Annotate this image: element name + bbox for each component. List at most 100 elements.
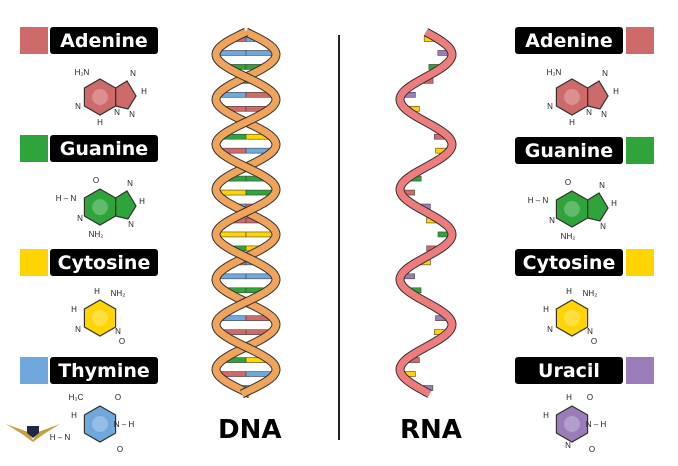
adenine-ring-highlight [564,89,580,105]
guanine-atom-label: N [127,179,133,188]
cytosine-atom-label: H [543,305,549,314]
adenine-atom-label: H₂N [75,68,90,77]
thymine-atom-label: N – H [114,420,135,429]
thymine-atom-label: H – N [50,433,71,442]
adenine-pentagon-ring [115,80,137,110]
backbone-strand [396,28,456,398]
cytosine-atom-label: H [71,305,77,314]
guanine-atom-label: H – N [56,194,77,203]
cytosine-atom-label: O [591,337,597,346]
cytosine-atom-label: N [75,325,81,334]
thymine-swatch [20,357,48,384]
guanine-ring-highlight [92,199,108,215]
guanine-ring-highlight [564,201,580,217]
cytosine-atom-label: H [94,287,100,296]
guanine-atom-label: H [139,197,145,206]
adenine-atom-label: N [130,69,136,78]
adenine-atom-label: N [586,108,592,117]
guanine-atom-label: N [549,216,555,225]
thymine-atom-label: O [115,393,121,402]
cytosine-atom-label: N [547,325,553,334]
guanine-atom-label: NH₂ [561,232,576,241]
logo-emblem-icon [6,424,60,442]
adenine-swatch [20,27,48,54]
guanine-hexagon-ring [555,190,589,228]
guanine-pentagon-ring [115,190,137,220]
guanine-atom-label: O [93,176,99,185]
adenine-atom-label: N [75,102,81,111]
right-label-uracil: Uracil [515,357,623,384]
left-label-thymine: Thymine [50,357,158,384]
thymine-atom-label: H₃C [69,393,84,402]
uracil-atom-label: H [566,393,572,402]
dna-title: DNA [218,415,282,445]
adenine-ring-highlight [92,89,108,105]
cytosine-hexagon-ring [555,299,589,337]
uracil-atom-label: O [587,393,593,402]
adenine-atom-label: N [602,69,608,78]
adenine-atom-label: H [569,118,575,127]
left-label-adenine: Adenine [50,27,158,54]
uracil-atom-label: N [565,441,571,450]
adenine-atom-label: N [547,102,553,111]
thymine-atom-label: H [71,411,77,420]
adenine-atom-label: N [129,110,135,119]
watermark-logo [4,420,62,443]
cytosine-ring-highlight [92,310,108,326]
cytosine-hexagon-ring [83,299,117,337]
cytosine-swatch-right [626,249,654,276]
guanine-swatch-right [626,137,654,164]
cytosine-ring-highlight [564,310,580,326]
guanine-atom-label: H – N [528,196,549,205]
adenine-atom-label: N [601,110,607,119]
left-label-guanine: Guanine [50,135,158,162]
right-label-adenine: Adenine [515,27,623,54]
adenine-atom-label: H [141,87,147,96]
adenine-swatch-right [626,27,654,54]
cytosine-atom-label: N [115,327,121,336]
uracil-atom-label: H [543,411,549,420]
cytosine-atom-label: N [587,327,593,336]
adenine-hexagon-ring [83,78,117,116]
uracil-hexagon-ring [555,405,589,443]
uracil-atom-label: N – H [586,420,607,429]
cytosine-atom-label: H [566,287,572,296]
guanine-hexagon-ring [83,188,117,226]
adenine-atom-label: H [97,118,103,127]
adenine-atom-label: N [114,108,120,117]
guanine-atom-label: N [600,222,606,231]
adenine-pentagon-ring [587,80,609,110]
dna-helix [211,27,281,399]
guanine-atom-label: O [565,178,571,187]
uracil-atom-label: O [589,445,595,454]
thymine-atom-label: O [117,445,123,454]
uracil-structure: H O H N – H N O [543,393,606,454]
guanine-atom-label: H [611,199,617,208]
adenine-hexagon-ring [555,78,589,116]
thymine-hexagon-ring [83,405,117,443]
thymine-ring-highlight [92,416,108,432]
cytosine-swatch [20,249,48,276]
left-label-cytosine: Cytosine [50,249,158,276]
rna-helix [395,28,457,398]
guanine-atom-label: N [77,214,83,223]
guanine-swatch [20,135,48,162]
guanine-pentagon-ring [587,192,609,222]
cytosine-atom-label: NH₂ [583,289,598,298]
guanine-atom-label: N [128,220,134,229]
backbone-strand [212,28,280,398]
right-label-guanine: Guanine [515,137,623,164]
right-label-cytosine: Cytosine [515,249,623,276]
adenine-atom-label: H₂N [547,68,562,77]
adenine-atom-label: H [613,87,619,96]
thymine-structure: H₃C O H N – H H – N O [50,393,135,454]
guanine-atom-label: N [599,181,605,190]
